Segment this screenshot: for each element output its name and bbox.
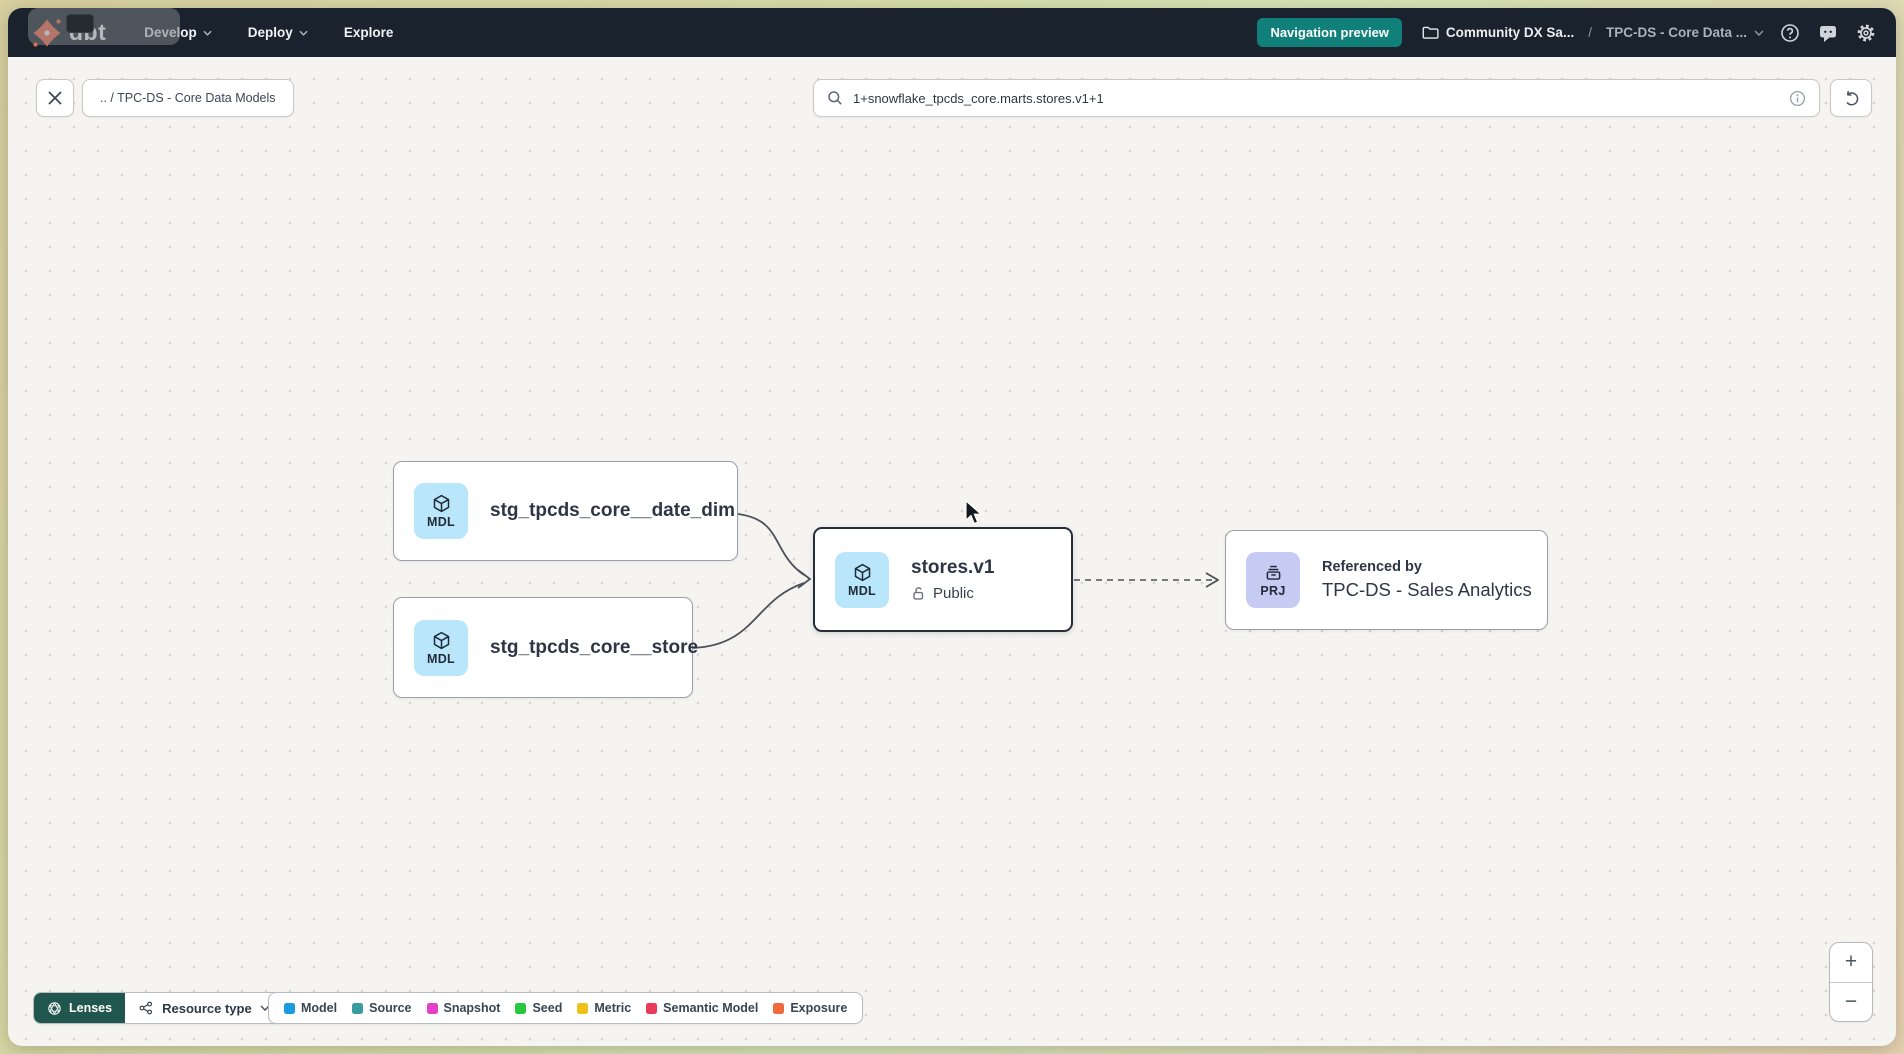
- legend-item-model: Model: [284, 1001, 337, 1015]
- node-label: stg_tpcds_core__date_dim: [490, 500, 735, 522]
- lineage-search-bar[interactable]: 1+snowflake_tpcds_core.marts.stores.v1+1: [813, 79, 1820, 117]
- legend-item-snapshot: Snapshot: [427, 1001, 501, 1015]
- stack-icon: [1263, 562, 1284, 583]
- unlock-icon: [911, 586, 926, 601]
- access-row: Public: [911, 585, 994, 602]
- search-query-text[interactable]: 1+snowflake_tpcds_core.marts.stores.v1+1: [853, 91, 1779, 106]
- node-label: stores.v1: [911, 557, 994, 579]
- breadcrumb-project-label: TPC-DS - Core Data ...: [1606, 25, 1747, 40]
- model-icon-tile: MDL: [414, 620, 468, 676]
- legend-label: Source: [369, 1001, 411, 1015]
- nav-explore-label: Explore: [344, 25, 394, 40]
- top-navigation-bar: dbt Develop Deploy Explore Navigation pr…: [8, 8, 1896, 57]
- lenses-control-group: Lenses Resource type: [33, 992, 284, 1024]
- topbar-right: Navigation preview Community DX Sa... / …: [1257, 18, 1878, 47]
- legend-label: Model: [301, 1001, 337, 1015]
- project-icon-tile: PRJ: [1246, 552, 1300, 608]
- breadcrumb-account-label: Community DX Sa...: [1446, 25, 1574, 40]
- node-stg-tpcds-core-date-dim[interactable]: MDL stg_tpcds_core__date_dim: [393, 461, 738, 561]
- legend-swatch: [515, 1003, 526, 1014]
- legend-item-semantic-model: Semantic Model: [646, 1001, 758, 1015]
- breadcrumb-account[interactable]: Community DX Sa...: [1422, 25, 1574, 40]
- legend-swatch: [284, 1003, 295, 1014]
- resource-type-tag: MDL: [427, 515, 455, 529]
- node-label: TPC-DS - Sales Analytics: [1322, 579, 1532, 601]
- breadcrumb-separator: /: [1588, 25, 1592, 40]
- cube-icon: [431, 630, 452, 651]
- lens-aperture-icon: [47, 1001, 62, 1016]
- close-lineage-button[interactable]: [36, 79, 74, 117]
- zoom-in-button[interactable]: +: [1830, 943, 1872, 983]
- legend-label: Seed: [532, 1001, 562, 1015]
- lenses-button[interactable]: Lenses: [34, 993, 125, 1023]
- legend-swatch: [427, 1003, 438, 1014]
- cube-icon: [852, 562, 873, 583]
- feedback-icon[interactable]: [1816, 21, 1840, 45]
- info-icon[interactable]: [1789, 90, 1806, 107]
- chevron-down-icon: [299, 30, 308, 36]
- cube-icon: [431, 493, 452, 514]
- zoom-controls: + −: [1829, 942, 1873, 1022]
- node-referenced-by-sales-analytics[interactable]: PRJ Referenced by TPC-DS - Sales Analyti…: [1225, 530, 1548, 630]
- resource-type-dropdown[interactable]: Resource type: [125, 993, 283, 1023]
- resource-type-tag: PRJ: [1260, 584, 1285, 598]
- legend-swatch: [773, 1003, 784, 1014]
- legend-item-exposure: Exposure: [773, 1001, 847, 1015]
- nav-deploy-label: Deploy: [248, 25, 293, 40]
- resource-type-tag: MDL: [427, 652, 455, 666]
- navigation-preview-badge[interactable]: Navigation preview: [1257, 18, 1401, 47]
- lenses-label: Lenses: [69, 1001, 112, 1015]
- legend-item-metric: Metric: [577, 1001, 631, 1015]
- legend-swatch: [577, 1003, 588, 1014]
- access-label: Public: [933, 585, 974, 602]
- referenced-by-label: Referenced by: [1322, 559, 1532, 575]
- nav-explore[interactable]: Explore: [344, 25, 394, 40]
- zoom-out-button[interactable]: −: [1830, 983, 1872, 1022]
- settings-gear-icon[interactable]: [1854, 21, 1878, 45]
- chevron-down-icon: [203, 30, 212, 36]
- legend-label: Snapshot: [444, 1001, 501, 1015]
- nav-deploy[interactable]: Deploy: [248, 25, 308, 40]
- model-icon-tile: MDL: [835, 552, 889, 608]
- lineage-breadcrumb-chip[interactable]: .. / TPC-DS - Core Data Models: [82, 79, 294, 117]
- resource-type-tag: MDL: [848, 584, 876, 598]
- refresh-icon: [1842, 89, 1861, 108]
- resource-type-label: Resource type: [162, 1001, 252, 1016]
- app-window: dbt Develop Deploy Explore Navigation pr…: [8, 8, 1896, 1046]
- primary-nav: Develop Deploy Explore: [144, 25, 393, 40]
- refresh-lineage-button[interactable]: [1830, 79, 1872, 117]
- legend-item-source: Source: [352, 1001, 411, 1015]
- search-icon: [827, 90, 843, 106]
- camera-icon: [66, 14, 94, 33]
- resource-graph-icon: [138, 1000, 154, 1016]
- close-icon: [47, 90, 63, 106]
- node-stg-tpcds-core-store[interactable]: MDL stg_tpcds_core__store: [393, 597, 693, 698]
- chevron-down-icon: [1754, 30, 1764, 36]
- node-label: stg_tpcds_core__store: [490, 637, 698, 659]
- legend-label: Semantic Model: [663, 1001, 758, 1015]
- resource-type-legend: Model Source Snapshot Seed Metric Semant…: [268, 992, 863, 1024]
- model-icon-tile: MDL: [414, 483, 468, 539]
- folder-icon: [1422, 25, 1439, 40]
- legend-swatch: [352, 1003, 363, 1014]
- screen-capture-artifact: [28, 8, 180, 45]
- node-stores-v1-selected[interactable]: MDL stores.v1 Public: [813, 527, 1073, 632]
- help-icon[interactable]: [1778, 21, 1802, 45]
- legend-item-seed: Seed: [515, 1001, 562, 1015]
- legend-swatch: [646, 1003, 657, 1014]
- legend-label: Exposure: [790, 1001, 847, 1015]
- breadcrumb-project[interactable]: TPC-DS - Core Data ...: [1606, 25, 1764, 40]
- lineage-breadcrumb-label: .. / TPC-DS - Core Data Models: [100, 91, 276, 105]
- legend-label: Metric: [594, 1001, 631, 1015]
